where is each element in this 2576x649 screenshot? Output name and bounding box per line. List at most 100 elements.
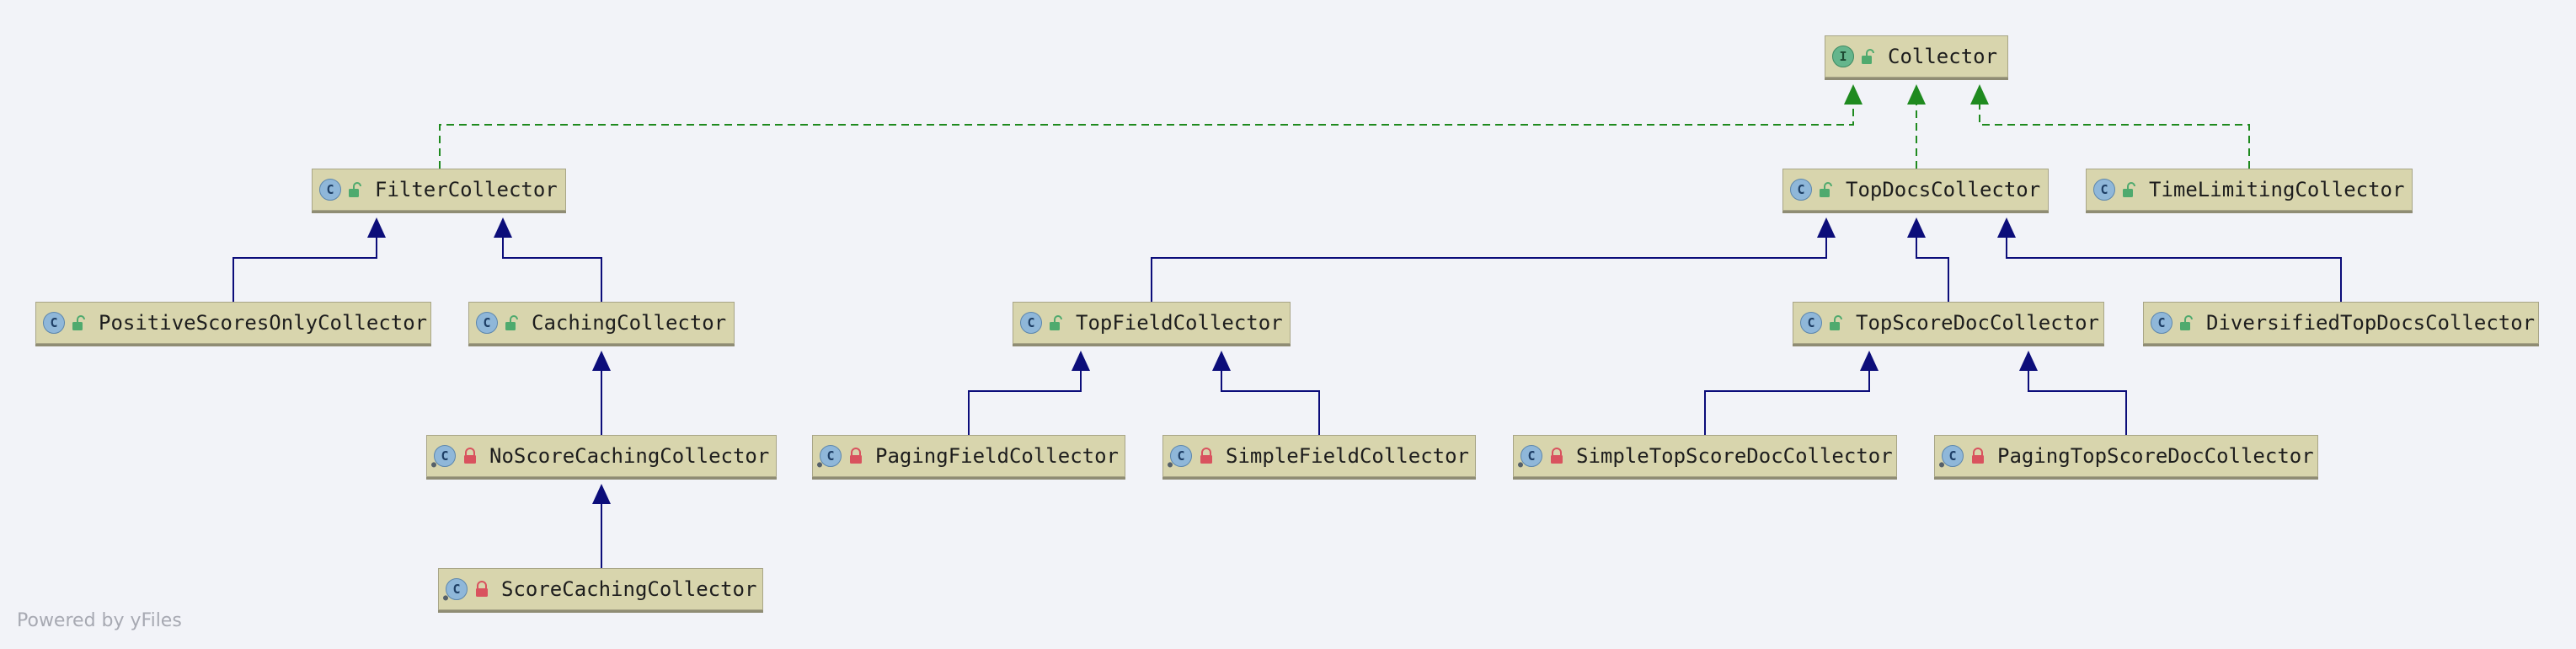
edge-NoScoreCachingCollector-to-CachingCollector (592, 351, 611, 435)
private-access-icon (462, 448, 478, 464)
edge-PagingFieldCollector-to-TopFieldCollector (968, 351, 1090, 435)
edge-line (1221, 369, 1320, 435)
private-access-icon (848, 448, 863, 464)
public-access-icon (2122, 181, 2137, 198)
node-PositiveScoresOnlyCollector[interactable]: C PositiveScoresOnlyCollector (35, 302, 431, 344)
edge-arrowhead (592, 351, 611, 371)
edge-arrowhead (1860, 351, 1879, 371)
node-label: DiversifiedTopDocsCollector (2206, 311, 2536, 335)
public-access-icon (72, 314, 87, 331)
edge-line (2006, 236, 2342, 302)
node-DiversifiedTopDocsCollector[interactable]: C DiversifiedTopDocsCollector (2143, 302, 2539, 344)
node-PagingFieldCollector[interactable]: C● PagingFieldCollector (812, 435, 1125, 477)
edge-arrowhead (1072, 351, 1090, 371)
node-label: TopScoreDocCollector (1856, 311, 2099, 335)
edge-line (1916, 236, 1949, 302)
edge-line (502, 236, 602, 302)
edge-arrowhead (494, 217, 512, 238)
static-marker-icon: ● (443, 593, 449, 603)
class-icon: C (2093, 179, 2115, 201)
interface-icon: I (1832, 46, 1854, 67)
edge-PagingTopScoreDocCollector-to-TopScoreDocCollector (2019, 351, 2127, 435)
node-PagingTopScoreDocCollector[interactable]: C● PagingTopScoreDocCollector (1934, 435, 2318, 477)
edge-line (1151, 236, 1827, 302)
edge-TopFieldCollector-to-TopDocsCollector (1151, 217, 1836, 302)
edge-arrowhead (1212, 351, 1231, 371)
class-icon: C (1020, 312, 1042, 334)
static-marker-icon: ● (817, 460, 823, 469)
edge-arrowhead (1844, 84, 1863, 105)
class-icon: C● (817, 445, 842, 469)
public-access-icon (1861, 48, 1876, 65)
edge-TopScoreDocCollector-to-TopDocsCollector (1907, 217, 1949, 302)
edge-ScoreCachingCollector-to-NoScoreCachingCollector (592, 484, 611, 568)
node-CachingCollector[interactable]: C CachingCollector (468, 302, 735, 344)
static-marker-icon: ● (1518, 460, 1524, 469)
node-SimpleTopScoreDocCollector[interactable]: C● SimpleTopScoreDocCollector (1513, 435, 1897, 477)
public-access-icon (1049, 314, 1064, 331)
node-label: FilterCollector (375, 178, 558, 201)
edge-line (1979, 103, 2250, 169)
node-label: SimpleTopScoreDocCollector (1576, 444, 1893, 468)
watermark: Powered by yFiles (17, 610, 182, 631)
edge-TimeLimitingCollector-to-Collector (1970, 84, 2250, 169)
public-access-icon (2179, 314, 2194, 331)
private-access-icon (1549, 448, 1564, 464)
edge-line (968, 369, 1082, 435)
public-access-icon (1829, 314, 1844, 331)
static-marker-icon: ● (1168, 460, 1173, 469)
edge-SimpleTopScoreDocCollector-to-TopScoreDocCollector (1704, 351, 1879, 435)
class-icon: C● (443, 578, 468, 603)
node-label: TopDocsCollector (1846, 178, 2041, 201)
edge-TopDocsCollector-to-Collector (1907, 84, 1926, 169)
node-label: NoScoreCachingCollector (489, 444, 770, 468)
class-icon: C (43, 312, 65, 334)
private-access-icon (1199, 448, 1214, 464)
static-marker-icon: ● (431, 460, 437, 469)
node-label: PagingFieldCollector (875, 444, 1119, 468)
node-label: PositiveScoresOnlyCollector (99, 311, 428, 335)
class-icon: C (2151, 312, 2172, 334)
edge-CachingCollector-to-FilterCollector (494, 217, 602, 302)
edge-arrowhead (1907, 217, 1926, 238)
edge-FilterCollector-to-Collector (439, 84, 1863, 169)
class-icon: C (476, 312, 498, 334)
edge-arrowhead (1997, 217, 2016, 238)
private-access-icon (1970, 448, 1985, 464)
public-access-icon (505, 314, 520, 331)
static-marker-icon: ● (1939, 460, 1945, 469)
node-label: TimeLimitingCollector (2149, 178, 2405, 201)
node-label: SimpleFieldCollector (1226, 444, 1469, 468)
edge-arrowhead (592, 484, 611, 504)
node-TimeLimitingCollector[interactable]: C TimeLimitingCollector (2086, 169, 2413, 211)
node-TopFieldCollector[interactable]: C TopFieldCollector (1013, 302, 1291, 344)
edge-arrowhead (1970, 84, 1989, 105)
class-icon: C● (1939, 445, 1964, 469)
edge-DiversifiedTopDocsCollector-to-TopDocsCollector (1997, 217, 2342, 302)
node-TopDocsCollector[interactable]: C TopDocsCollector (1782, 169, 2049, 211)
node-NoScoreCachingCollector[interactable]: C● NoScoreCachingCollector (426, 435, 777, 477)
edge-arrowhead (1817, 217, 1836, 238)
node-label: ScoreCachingCollector (501, 577, 757, 601)
class-icon: C● (431, 445, 456, 469)
node-label: PagingTopScoreDocCollector (1997, 444, 2314, 468)
edge-SimpleFieldCollector-to-TopFieldCollector (1212, 351, 1320, 435)
edge-arrowhead (1907, 84, 1926, 105)
private-access-icon (474, 581, 489, 598)
node-Collector[interactable]: I Collector (1825, 35, 2008, 78)
class-icon: C● (1518, 445, 1542, 469)
class-icon: C (319, 179, 341, 201)
edge-line (1704, 369, 1870, 435)
class-icon: C (1790, 179, 1812, 201)
node-label: TopFieldCollector (1076, 311, 1283, 335)
node-FilterCollector[interactable]: C FilterCollector (312, 169, 566, 211)
node-label: Collector (1888, 45, 1998, 68)
node-label: CachingCollector (532, 311, 727, 335)
node-SimpleFieldCollector[interactable]: C●SimpleFieldCollector (1162, 435, 1476, 477)
node-ScoreCachingCollector[interactable]: C● ScoreCachingCollector (438, 568, 763, 610)
edge-PositiveScoresOnlyCollector-to-FilterCollector (232, 217, 386, 302)
public-access-icon (348, 181, 363, 198)
edge-arrowhead (2019, 351, 2038, 371)
